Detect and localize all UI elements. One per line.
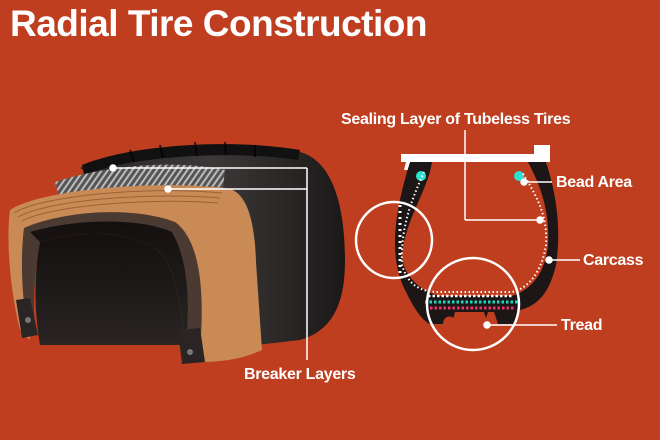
tire-cross-section-diagram — [354, 145, 559, 352]
page-title: Radial Tire Construction — [10, 3, 428, 44]
breaker-layers-leader — [109, 164, 308, 360]
label-breaker-layers: Breaker Layers — [244, 366, 356, 383]
carcass-leader — [545, 256, 580, 264]
tire-cutaway-illustration — [8, 141, 345, 364]
sealing-layer-leader — [464, 130, 544, 224]
bead-area-leader — [520, 178, 552, 186]
label-tread: Tread — [561, 317, 603, 334]
tread-leader — [483, 321, 557, 329]
label-carcass: Carcass — [583, 252, 644, 269]
label-sealing-layer: Sealing Layer of Tubeless Tires — [341, 111, 571, 128]
label-bead-area: Bead Area — [556, 174, 632, 191]
